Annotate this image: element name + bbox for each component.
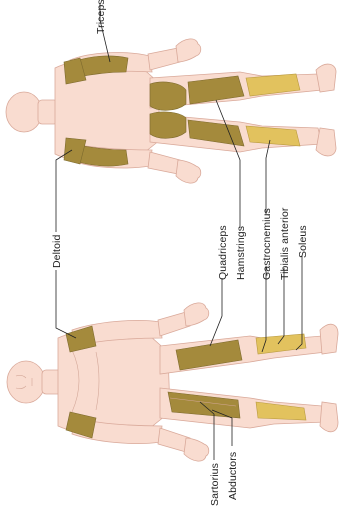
back-hand-top	[176, 39, 201, 62]
back-foot-bottom	[316, 128, 336, 156]
label-gastrocnemius: Gastrocnemius	[261, 208, 273, 280]
label-soleus: Soleus	[297, 225, 309, 258]
leader-gastrocnemius-back	[266, 140, 270, 214]
label-abductors: Abductors	[227, 452, 239, 500]
front-hand-top	[184, 303, 209, 326]
front-foot-top	[320, 324, 338, 354]
back-figure	[6, 39, 336, 183]
back-forearm-top	[148, 48, 180, 70]
back-head	[6, 92, 42, 132]
back-glute-bottom	[150, 112, 186, 138]
leader-quadriceps	[210, 278, 222, 346]
back-foot-top	[316, 64, 336, 92]
label-triceps: Triceps	[95, 0, 107, 34]
label-deltoid: Deltoid	[51, 235, 63, 268]
front-hand-bottom	[184, 438, 209, 461]
leader-hamstrings	[216, 100, 240, 228]
leader-deltoid-front	[56, 270, 76, 338]
label-hamstrings: Hamstrings	[235, 226, 247, 280]
back-forearm-bottom	[148, 152, 180, 174]
leader-deltoid-back	[56, 150, 72, 232]
back-hand-bottom	[176, 160, 201, 183]
front-foot-bottom	[320, 402, 338, 432]
label-tibialis-anterior: Tibialis anterior	[279, 207, 291, 280]
label-quadriceps: Quadriceps	[217, 225, 229, 280]
label-sartorius: Sartorius	[209, 463, 221, 506]
front-head	[7, 361, 45, 403]
front-figure	[7, 303, 338, 461]
back-glute-top	[150, 82, 186, 110]
